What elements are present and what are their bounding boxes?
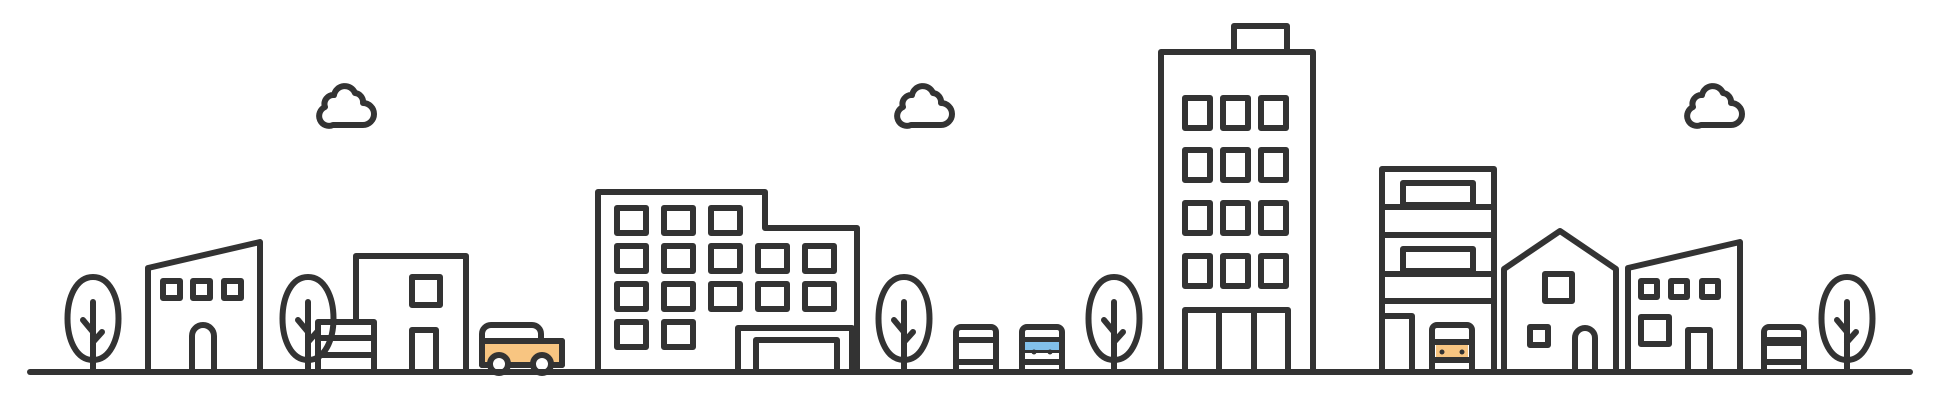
- house-icon: [315, 253, 469, 375]
- tree-icon: [1089, 277, 1140, 372]
- house-icon: [145, 239, 263, 375]
- house-icon: [1501, 228, 1619, 375]
- tower-icon: [1158, 23, 1316, 375]
- house-icon: [1625, 239, 1743, 375]
- vending-machine-icon: [956, 327, 996, 372]
- cloud-icon: [319, 86, 374, 126]
- cloud-icon: [1687, 86, 1742, 126]
- vending-machine-icon: [1761, 327, 1807, 372]
- vending-machine-icon: [1019, 327, 1065, 372]
- office-building-icon: [595, 189, 860, 375]
- tree-icon: [68, 277, 119, 372]
- cloud-icon: [897, 86, 952, 126]
- car-icon: [479, 322, 565, 376]
- apartment-building-icon: [1379, 166, 1497, 375]
- tree-icon: [879, 277, 930, 372]
- tree-icon: [1822, 277, 1873, 372]
